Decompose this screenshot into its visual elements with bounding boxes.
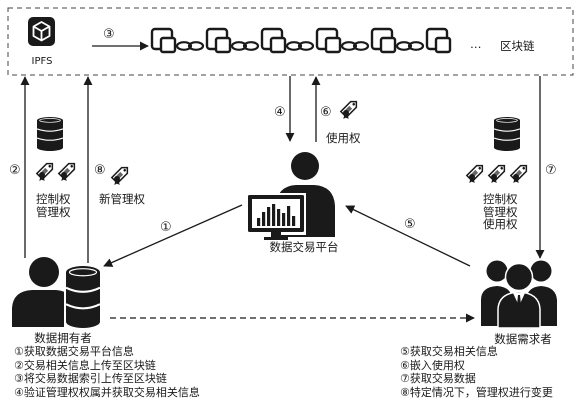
rights-ticket-icon [466,162,486,184]
legend-item: ②交易相关信息上传至区块链 [14,358,156,372]
owner-right-label: 控制权 [36,192,71,206]
blockchain-label: 区块链 [500,39,535,53]
blockchain [150,27,452,54]
blockchain-block-icon [315,27,342,54]
blockchain-block-icon [205,27,232,54]
chain-ellipsis: … [470,37,482,51]
database-icon [37,117,63,151]
owner-new-right-label: 新管理权 [99,192,145,206]
chain-link-icon [285,41,315,51]
owner-right-label: 管理权 [36,204,71,219]
data-owner-label: 数据拥有者 [34,331,92,345]
step-5-marker: ⑤ [404,217,416,232]
storage-layer-frame [7,7,574,76]
chain-link-icon [395,41,425,51]
platform-label: 数据交易平台 [269,240,339,254]
rights-ticket-icon [36,160,56,182]
step-2-marker: ② [9,163,21,178]
arrow-step-5 [345,205,471,267]
database-icon [494,117,520,151]
chain-link-icon [175,41,205,51]
legend-item: ⑦获取交易数据 [400,372,476,386]
consumer-right-label: 管理权 [483,204,518,219]
step-1-marker: ① [160,220,172,235]
legend-item: ⑤获取交易相关信息 [400,345,498,358]
rights-ticket-icon [340,98,360,120]
ipfs-label: IPFS [31,56,53,67]
rights-ticket-icon [111,164,131,186]
platform-embedded-right-label: 使用权 [326,131,361,145]
blockchain-block-icon [425,27,452,54]
legend-item: ④验证管理权权属并获取交易相关信息 [14,385,200,399]
step-4-marker: ④ [274,105,286,120]
legend-item: ⑧特定情况下，管理权进行变更 [400,385,553,399]
chain-link-icon [230,41,260,51]
arrow-step-1 [103,204,243,267]
blockchain-block-icon [370,27,397,54]
data-consumer-label: 数据需求者 [494,332,552,346]
consumer-right-label: 使用权 [483,217,518,231]
consumer-right-label: 控制权 [483,192,518,206]
legend-item: ①获取数据交易平台信息 [14,345,134,358]
step-6-marker: ⑥ [320,105,332,120]
ipfs-cube-icon [28,17,55,46]
step-8-marker: ⑧ [94,163,106,178]
owner-rights-list: 控制权 管理权 [36,192,71,219]
database-icon [66,266,100,328]
user-group-icon [481,260,557,329]
consumer-rights-list: 控制权 管理权 使用权 [483,192,518,232]
blockchain-block-icon [260,27,287,54]
data-owner-person-icon [12,257,73,327]
blockchain-block-icon [150,27,177,54]
legend-left: ①获取数据交易平台信息 ②交易相关信息上传至区块链 ③将交易数据索引上传至区块链… [14,345,200,399]
legend-item: ⑥嵌入使用权 [400,358,465,372]
step-3-marker: ③ [103,27,115,42]
rights-ticket-icon [58,160,78,182]
step-7-marker: ⑦ [545,163,557,178]
monitor-chart-icon [246,193,306,240]
rights-ticket-icon [510,162,530,184]
legend-right: ⑤获取交易相关信息 ⑥嵌入使用权 ⑦获取交易数据 ⑧特定情况下，管理权进行变更 [400,345,553,399]
rights-ticket-icon [488,162,508,184]
chain-link-icon [340,41,370,51]
legend-item: ③将交易数据索引上传至区块链 [14,372,167,386]
